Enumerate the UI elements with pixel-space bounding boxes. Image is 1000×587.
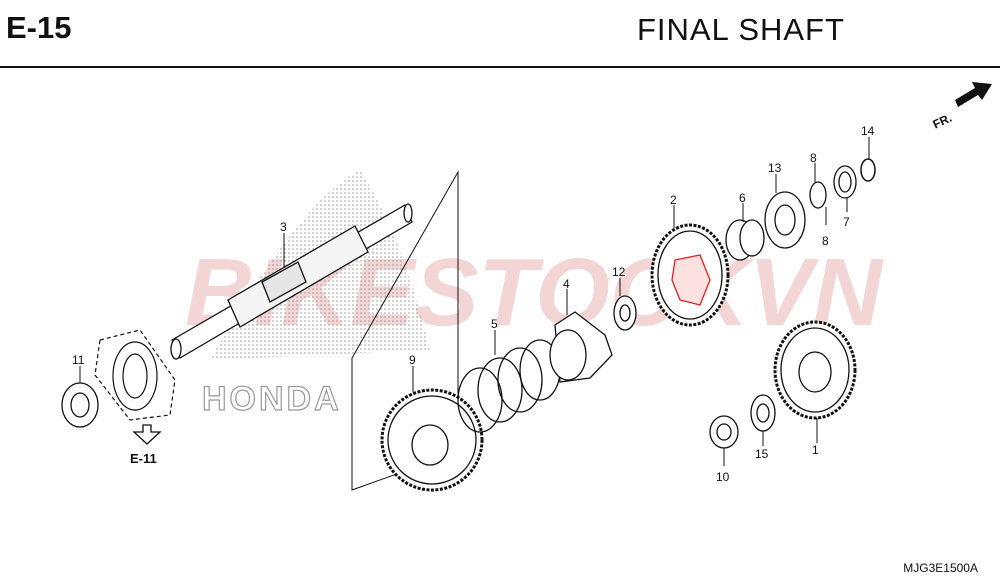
callout-2: 2: [670, 193, 677, 207]
part-12-washer: [613, 295, 637, 331]
callout-14: 14: [861, 124, 875, 138]
callout-3: 3: [280, 220, 287, 234]
leader-lines: [79, 137, 870, 466]
callout-4: 4: [563, 277, 570, 291]
part-8-cotter: [809, 181, 827, 209]
svg-text:HONDA: HONDA: [202, 380, 342, 418]
part-2-gear: [650, 223, 730, 327]
part-6-collar: [725, 219, 765, 261]
part-11-nut: [61, 382, 99, 428]
front-label: FR.: [931, 111, 954, 132]
part-7-ring: [833, 165, 857, 199]
part-4-cam: [549, 311, 613, 383]
reference-arrow: [132, 424, 162, 445]
catalog-code: MJG3E1500A: [903, 561, 978, 575]
final-shaft: [170, 203, 413, 360]
callout-5: 5: [491, 317, 498, 331]
part-1-gear: [773, 320, 857, 420]
part-13-bearing: [764, 191, 806, 249]
page-title: FINAL SHAFT: [637, 12, 845, 47]
part-5-spring: [457, 339, 561, 433]
part-14-circlip: [860, 158, 876, 182]
callout-12: 12: [612, 265, 626, 279]
part-15-washer: [750, 394, 776, 432]
callout-9: 9: [409, 353, 416, 367]
header-divider: [0, 66, 1000, 68]
callout-10: 10: [716, 470, 730, 484]
callout-8-upper: 8: [810, 151, 817, 165]
part-9-gear: [380, 388, 484, 492]
front-direction-arrow: FR.: [931, 82, 992, 132]
section-code: E-15: [6, 10, 72, 45]
callout-6: 6: [739, 191, 746, 205]
callout-7: 7: [843, 215, 850, 229]
callout-11: 11: [72, 353, 85, 367]
callout-13: 13: [768, 161, 782, 175]
reference-bearing: [94, 329, 176, 421]
part-10-nut: [709, 415, 739, 449]
callout-8-lower: 8: [822, 234, 829, 248]
callout-1: 1: [812, 443, 819, 457]
callout-15: 15: [755, 447, 769, 461]
reference-label: E-11: [130, 451, 157, 466]
